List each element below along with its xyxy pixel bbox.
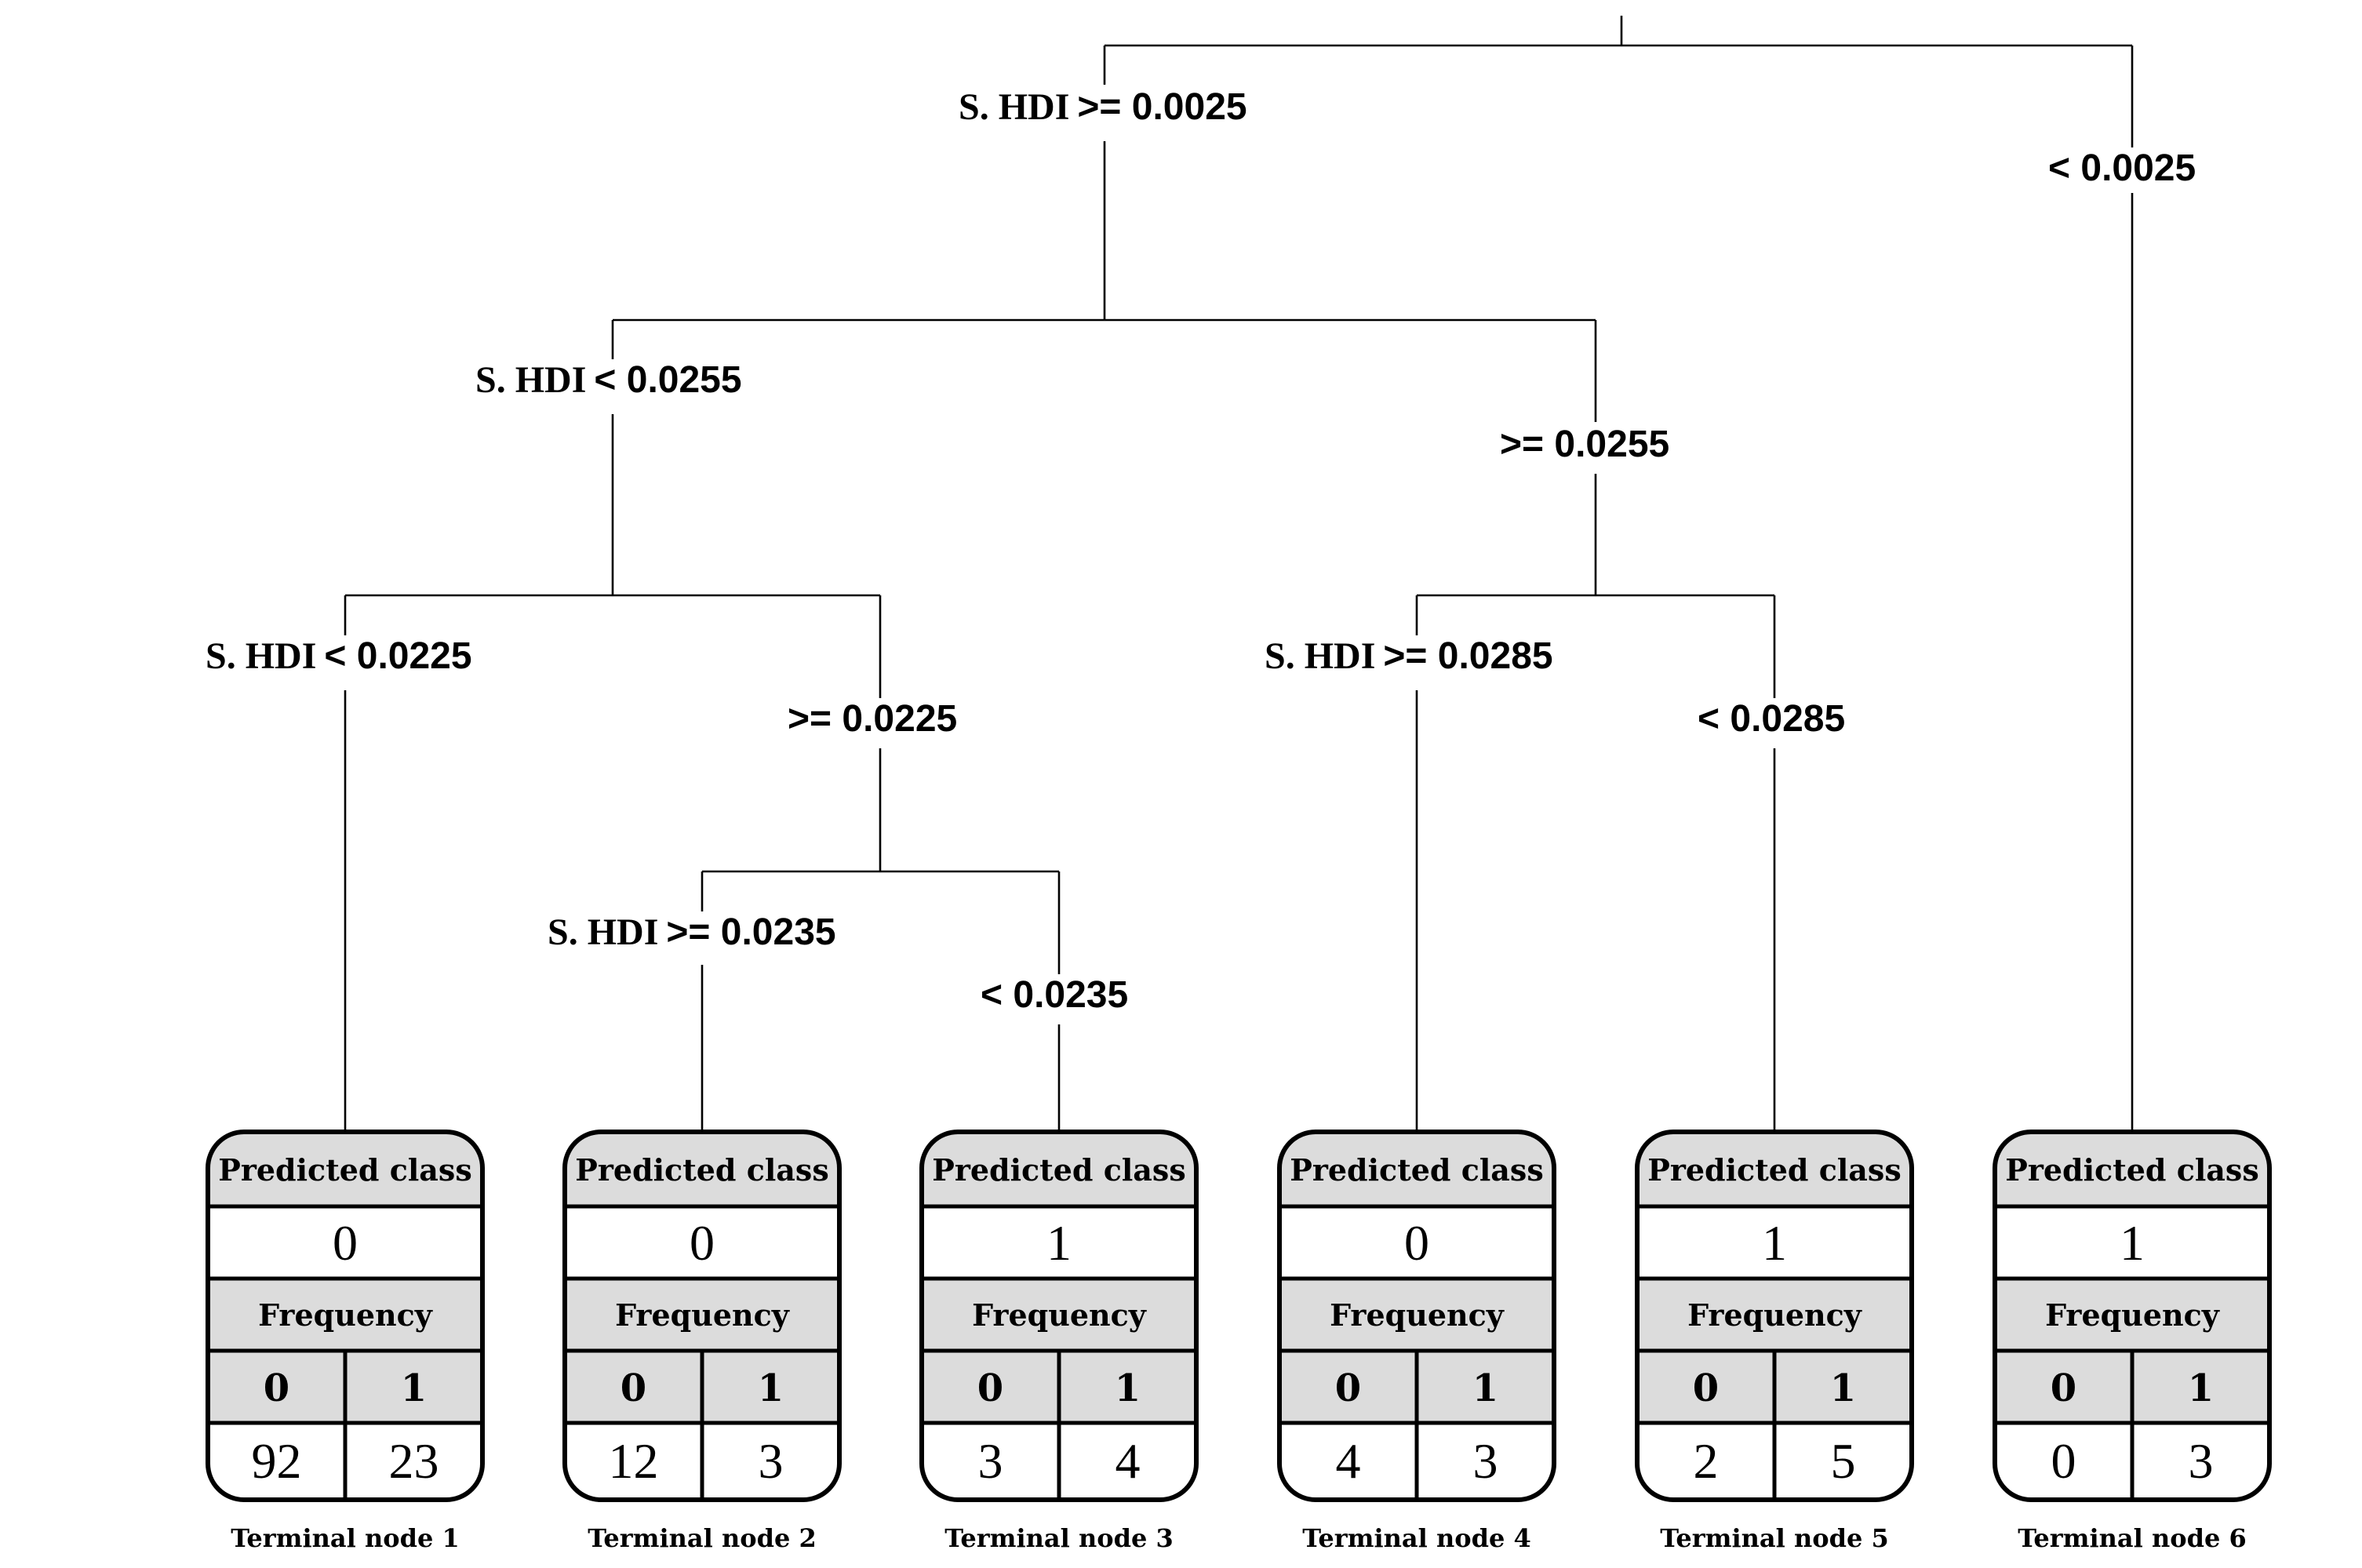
frequency-key-class-0: 0 xyxy=(621,1366,646,1410)
split-label-n2-right: >= 0.0255 xyxy=(1500,424,1669,465)
frequency-key-class-1: 1 xyxy=(758,1366,784,1410)
node-border xyxy=(1277,1130,1556,1502)
terminal-node-caption: Terminal node 2 xyxy=(588,1523,816,1553)
frequency-key-class-1: 1 xyxy=(401,1366,427,1410)
frequency-key-class-1: 1 xyxy=(1472,1366,1498,1410)
tree-edges xyxy=(344,16,2134,1136)
node-border xyxy=(919,1130,1199,1502)
frequency-header: Frequency xyxy=(2045,1297,2220,1333)
frequency-key-class-1: 1 xyxy=(1830,1366,1856,1410)
frequency-key-class-1: 1 xyxy=(1115,1366,1141,1410)
split-condition: < 0.0025 xyxy=(2048,147,2196,189)
predicted-class-value: 0 xyxy=(690,1215,715,1271)
frequency-header: Frequency xyxy=(1330,1297,1505,1333)
predicted-class-value: 0 xyxy=(333,1215,358,1271)
predicted-class-header: Predicted class xyxy=(932,1152,1185,1188)
split-condition: < 0.0285 xyxy=(1698,698,1845,740)
frequency-count-class-0: 4 xyxy=(1336,1433,1361,1489)
predicted-class-value: 1 xyxy=(2120,1215,2145,1271)
split-condition: >= 0.0255 xyxy=(1500,424,1669,465)
predicted-class-value: 1 xyxy=(1046,1215,1072,1271)
predicted-class-header: Predicted class xyxy=(1290,1152,1543,1188)
class-row-bg xyxy=(565,1206,839,1279)
frequency-count-class-1: 4 xyxy=(1115,1433,1141,1489)
frequency-count-class-0: 2 xyxy=(1694,1433,1719,1489)
frequency-count-class-0: 92 xyxy=(252,1433,302,1489)
split-label-n5-right: < 0.0285 xyxy=(1698,698,1845,740)
predicted-class-header: Predicted class xyxy=(575,1152,828,1188)
split-condition: < 0.0225 xyxy=(324,635,471,677)
split-condition: >= 0.0225 xyxy=(788,698,957,740)
split-variable: S. HDI xyxy=(548,911,658,953)
split-label-root-left: S. HDI>= 0.0025 xyxy=(959,86,1247,128)
predicted-class-value: 0 xyxy=(1404,1215,1429,1271)
frequency-count-class-1: 23 xyxy=(389,1433,439,1489)
terminal-node-caption: Terminal node 6 xyxy=(2018,1523,2246,1553)
class-row-bg xyxy=(922,1206,1196,1279)
split-condition: < 0.0255 xyxy=(594,359,741,401)
frequency-count-class-0: 0 xyxy=(2051,1433,2076,1489)
split-condition: < 0.0235 xyxy=(981,974,1128,1016)
predicted-class-header: Predicted class xyxy=(2005,1152,2258,1188)
node-border xyxy=(206,1130,485,1502)
frequency-count-class-0: 3 xyxy=(978,1433,1003,1489)
frequency-header: Frequency xyxy=(1687,1297,1862,1333)
frequency-header: Frequency xyxy=(972,1297,1147,1333)
class-row-bg xyxy=(1279,1206,1554,1279)
split-variable: S. HDI xyxy=(475,359,586,401)
split-condition: >= 0.0285 xyxy=(1383,635,1552,677)
split-variable: S. HDI xyxy=(959,86,1069,128)
split-label-n4-left: S. HDI>= 0.0235 xyxy=(548,911,836,953)
split-condition: >= 0.0025 xyxy=(1077,86,1247,128)
frequency-key-class-0: 0 xyxy=(1335,1366,1361,1410)
predicted-class-header: Predicted class xyxy=(218,1152,471,1188)
split-label-n2-left: S. HDI< 0.0255 xyxy=(475,359,742,401)
split-label-root-right: < 0.0025 xyxy=(2048,147,2196,189)
split-variable: S. HDI xyxy=(1265,635,1375,677)
split-label-n3-left: S. HDI< 0.0225 xyxy=(206,635,472,677)
frequency-header: Frequency xyxy=(258,1297,433,1333)
terminal-node-caption: Terminal node 3 xyxy=(944,1523,1173,1553)
predicted-class-value: 1 xyxy=(1762,1215,1787,1271)
node-border xyxy=(1993,1130,2272,1502)
node-border xyxy=(562,1130,842,1502)
predicted-class-header: Predicted class xyxy=(1647,1152,1901,1188)
frequency-count-class-1: 3 xyxy=(1473,1433,1498,1489)
class-row-bg xyxy=(1995,1206,2269,1279)
frequency-count-class-1: 3 xyxy=(2189,1433,2214,1489)
frequency-count-class-1: 5 xyxy=(1831,1433,1856,1489)
frequency-count-class-1: 3 xyxy=(759,1433,784,1489)
frequency-header: Frequency xyxy=(615,1297,790,1333)
split-condition: >= 0.0235 xyxy=(666,911,835,953)
frequency-key-class-0: 0 xyxy=(2051,1366,2076,1410)
frequency-key-class-0: 0 xyxy=(977,1366,1003,1410)
class-row-bg xyxy=(1637,1206,1912,1279)
terminal-node-caption: Terminal node 5 xyxy=(1660,1523,1888,1553)
class-row-bg xyxy=(208,1206,482,1279)
frequency-count-class-0: 12 xyxy=(609,1433,659,1489)
split-label-n3-right: >= 0.0225 xyxy=(788,698,957,740)
split-label-n4-right: < 0.0235 xyxy=(981,974,1128,1016)
terminal-node-caption: Terminal node 1 xyxy=(231,1523,459,1553)
frequency-key-class-1: 1 xyxy=(2188,1366,2214,1410)
node-border xyxy=(1635,1130,1914,1502)
frequency-key-class-0: 0 xyxy=(1693,1366,1719,1410)
split-label-n5-left: S. HDI>= 0.0285 xyxy=(1265,635,1553,677)
split-variable: S. HDI xyxy=(206,635,316,677)
split-labels: S. HDI>= 0.0025 < 0.0025 S. HDI< 0.0255 … xyxy=(206,86,2196,1016)
frequency-key-class-0: 0 xyxy=(264,1366,289,1410)
terminal-node-caption: Terminal node 4 xyxy=(1302,1523,1530,1553)
